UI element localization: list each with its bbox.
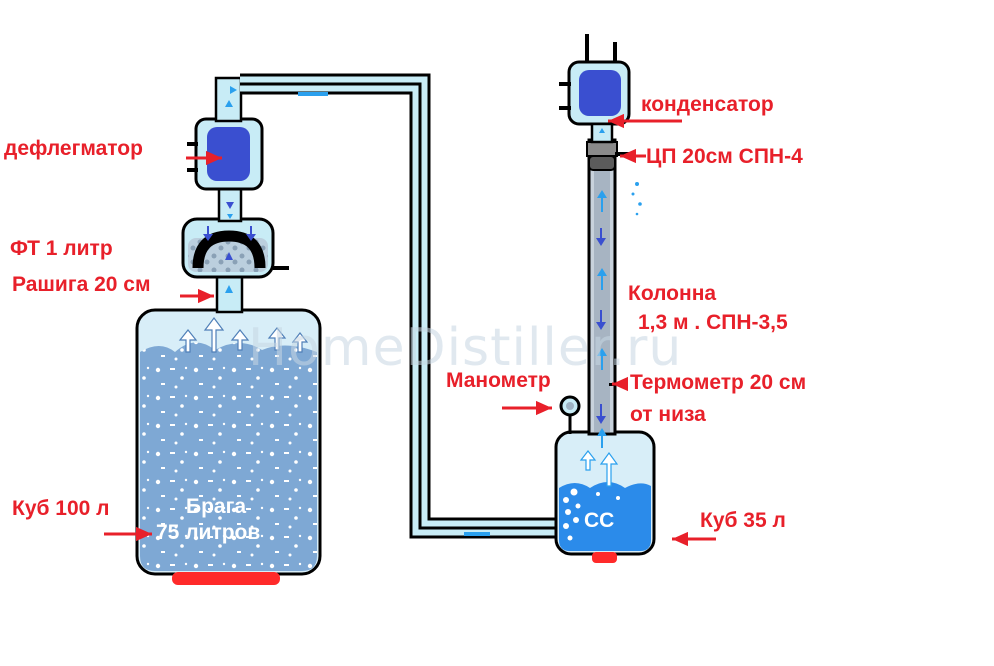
- down-arrow-icon: [203, 226, 213, 241]
- cp-section: [586, 141, 642, 216]
- down-arrow-icon: [226, 192, 234, 209]
- down-arrow-icon: [596, 310, 606, 330]
- label-termometr-2: от низа: [630, 403, 706, 426]
- left-top-tube: [214, 76, 243, 123]
- up-arrow-icon: [597, 428, 607, 448]
- label-cp: ЦП 20см СПН-4: [646, 145, 803, 168]
- label-kub100: Куб 100 л: [12, 497, 110, 520]
- watermark: HomeDistiller.ru: [248, 318, 683, 378]
- condenser: [559, 34, 631, 144]
- vapour-pipe: [240, 73, 565, 539]
- right-still-vapour-arrows: [579, 450, 619, 487]
- right-still-bubbles: [563, 488, 620, 541]
- down-arrow-icon: [596, 228, 606, 246]
- up-arrow-icon: [597, 190, 607, 212]
- up-arrow-icon: [225, 252, 233, 272]
- cp-drips: [631, 156, 642, 216]
- down-arrow-icon: [227, 208, 233, 219]
- left-still-vapour-arrows: [178, 317, 309, 353]
- up-arrow-icon: [599, 128, 605, 140]
- dephlegmator: [187, 117, 264, 191]
- right-still: [554, 430, 656, 563]
- label-kondensator: конденсатор: [641, 93, 774, 116]
- label-kub35: Куб 35 л: [700, 509, 786, 532]
- label-manometr: Манометр: [446, 369, 551, 392]
- down-arrow-icon: [596, 404, 606, 424]
- label-kolonna: Колонна: [628, 282, 717, 305]
- right-still-liquid: [559, 482, 651, 551]
- pointer-arrows: [104, 113, 716, 547]
- right-arrow-icon: [222, 86, 237, 94]
- manometer: [559, 395, 581, 434]
- label-braga-volume: 75 литров: [156, 521, 261, 544]
- label-ft: ФТ 1 литр: [10, 237, 113, 260]
- right-arrow-icon: [298, 92, 328, 96]
- right-heater: [592, 552, 617, 563]
- column: [587, 138, 621, 448]
- up-arrow-icon: [225, 100, 233, 116]
- up-arrow-icon: [597, 348, 607, 370]
- left-heater: [172, 572, 280, 585]
- label-rashiga: Рашига 20 см: [12, 273, 151, 296]
- label-kolonna-spec: 1,3 м . СПН-3,5: [638, 311, 788, 334]
- left-still-liquid: [140, 342, 317, 571]
- label-termometr: Термометр 20 см: [630, 371, 807, 394]
- up-arrow-icon: [225, 285, 233, 305]
- left-still: [135, 308, 322, 585]
- label-braga: Брага: [186, 495, 247, 518]
- label-deflegmator: дефлегматор: [4, 137, 143, 160]
- label-ss: СС: [584, 509, 615, 532]
- foam-trap: [181, 217, 289, 279]
- up-arrow-icon: [597, 268, 607, 290]
- right-arrow-icon: [464, 532, 490, 536]
- down-arrow-icon: [246, 226, 256, 241]
